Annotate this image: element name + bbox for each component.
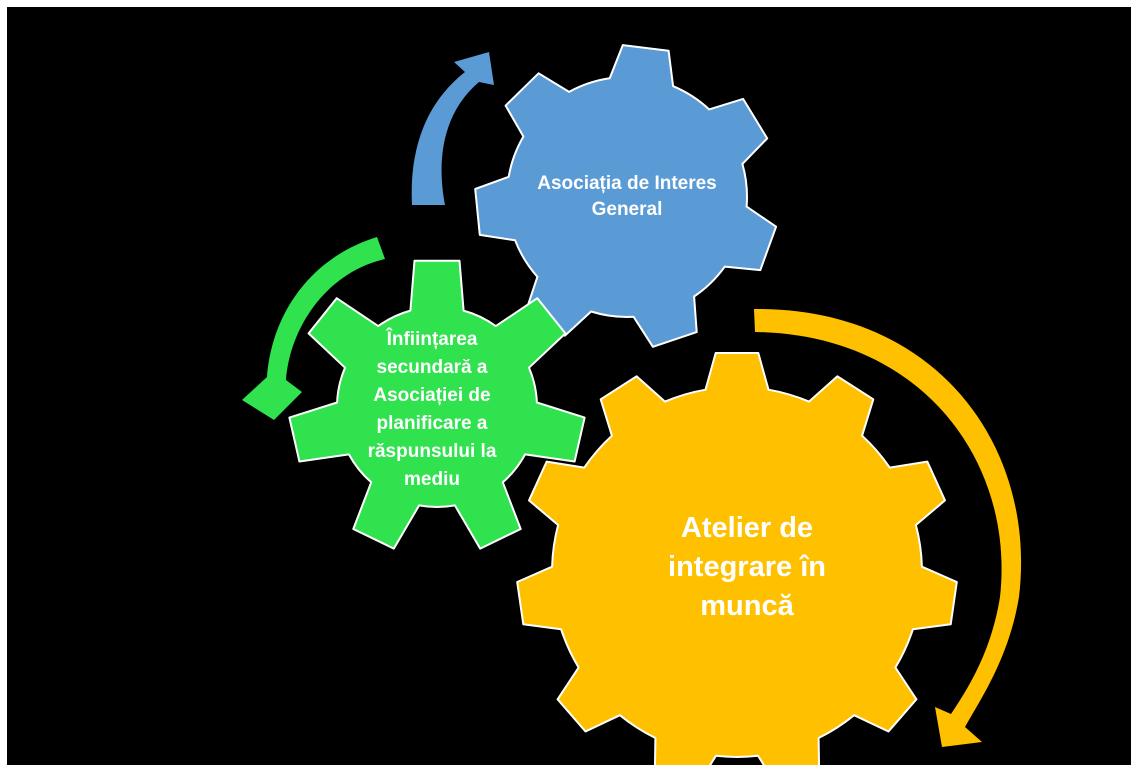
orange-gear-label: Atelier de integrare în muncă	[668, 511, 826, 622]
blue-circular-arrow	[411, 52, 494, 205]
green-gear-label: Înființarea secundară a Asociației de pl…	[367, 328, 497, 490]
orange-gear	[516, 352, 958, 765]
blue-gear-label: Asociația de Interes General	[537, 173, 717, 220]
green-circular-arrow	[242, 237, 385, 420]
orange-circular-arrow	[754, 308, 1022, 747]
green-gear	[288, 259, 586, 550]
blue-gear	[474, 44, 778, 348]
diagram-canvas: Asociația de Interes General Înființarea…	[7, 7, 1131, 765]
gears-diagram	[242, 44, 1022, 765]
